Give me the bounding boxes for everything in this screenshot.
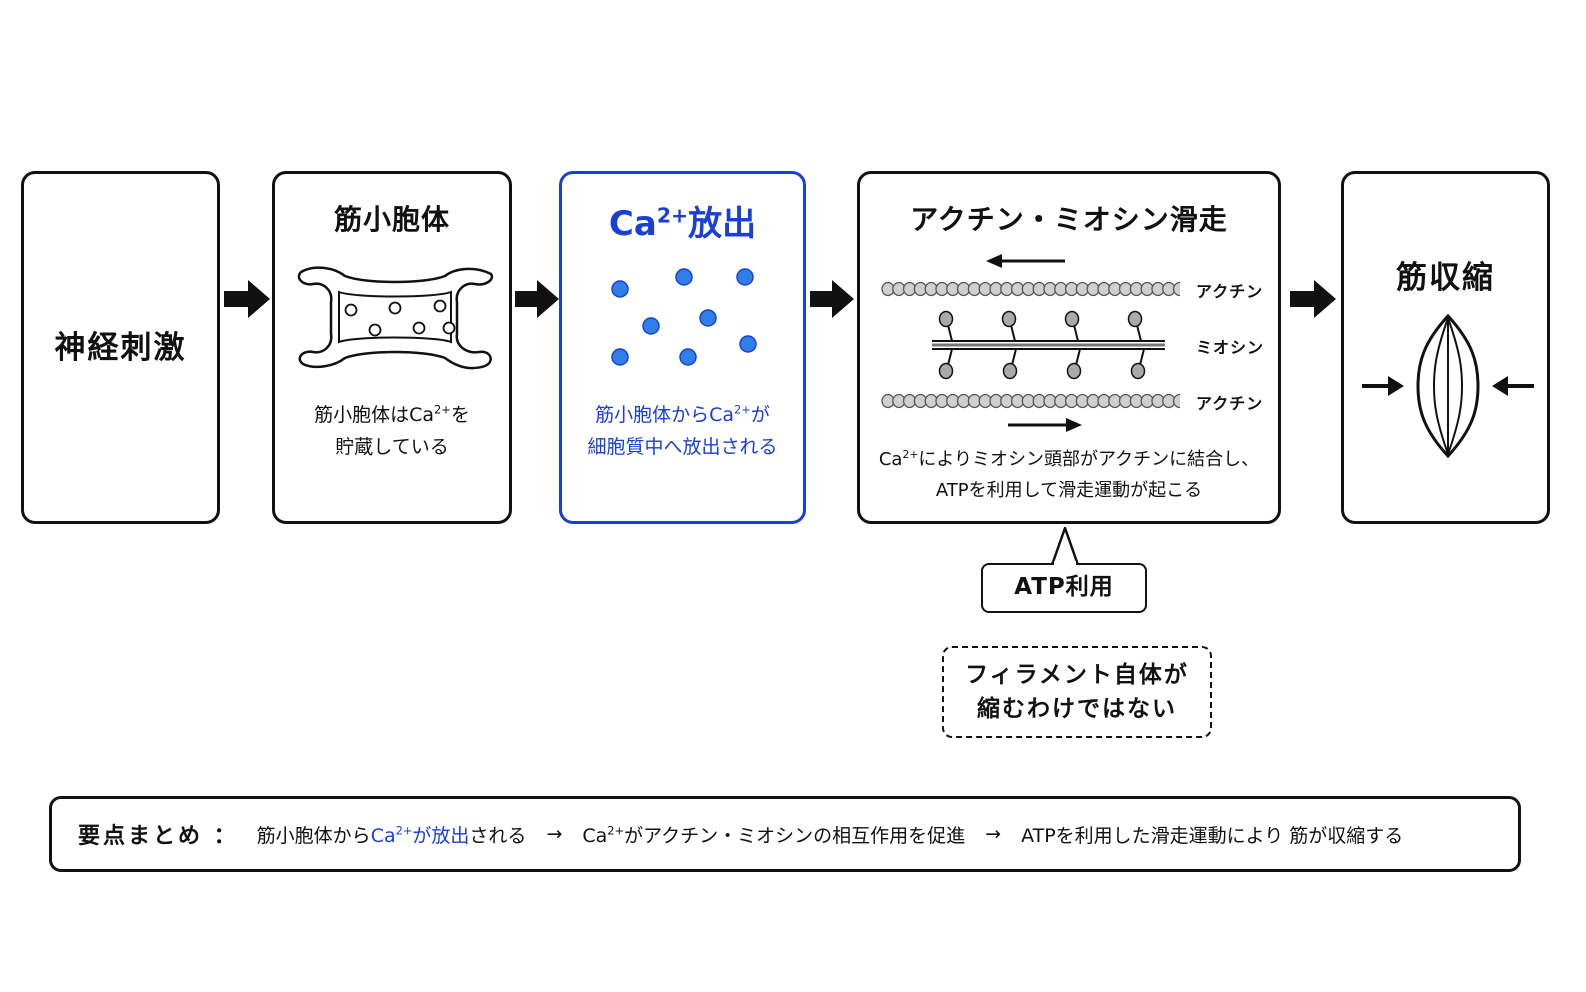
summary-bar: 要点まとめ ： 筋小胞体からCa2+が放出される → Ca2+がアクチン・ミオシ…	[49, 796, 1521, 872]
label-myosin: ミオシン	[1196, 338, 1265, 357]
step-ca-release-title: Ca2+放出	[608, 203, 757, 244]
slide-left-arrow	[986, 254, 1065, 268]
contracting-muscle-icon	[1358, 312, 1538, 462]
step-nerve-stimulus-title: 神経刺激	[54, 330, 187, 366]
step-nerve-stimulus: 神経刺激	[21, 171, 220, 524]
step-actin-myosin-sliding: アクチン・ミオシン滑走 アクチン ミ	[857, 171, 1281, 524]
flow-arrow-2	[515, 280, 559, 318]
step-ca-release: Ca2+放出 筋小胞体からCa2+が 細胞質中へ放出される	[559, 171, 806, 524]
sarcoplasmic-reticulum-icon	[295, 262, 495, 372]
sliding-filaments-icon	[880, 249, 1180, 439]
actin-filament-bottom	[881, 393, 1180, 409]
summary-arrow-1: →	[546, 823, 563, 845]
actin-filament-top	[881, 281, 1180, 297]
step-ca-release-caption: 筋小胞体からCa2+が 細胞質中へ放出される	[562, 399, 803, 463]
step-ca-release-caption-line1: 筋小胞体からCa2+が	[595, 402, 770, 426]
myosin-filament	[932, 340, 1165, 350]
step-ca-release-caption-line2: 細胞質中へ放出される	[587, 436, 778, 458]
slide-right-arrow	[1008, 418, 1082, 432]
myosin-heads	[938, 310, 1146, 380]
step-sr-caption: 筋小胞体はCa2+を 貯蔵している	[275, 399, 509, 463]
label-actin-top: アクチン	[1196, 282, 1264, 301]
step-sliding-caption-line1: Ca2+によりミオシン頭部がアクチンに結合し、	[878, 448, 1260, 470]
label-actin-bottom: アクチン	[1196, 394, 1264, 413]
step-sr-title: 筋小胞体	[333, 203, 450, 236]
step-muscle-contraction: 筋収縮	[1341, 171, 1550, 524]
step-sliding-caption-line2: ATPを利用して滑走運動が起こる	[935, 480, 1203, 501]
flow-arrow-3	[810, 280, 854, 318]
step-sr-caption-line1: 筋小胞体はCa2+を	[314, 402, 470, 426]
flow-arrow-4	[1290, 280, 1336, 318]
atp-usage-callout: ATP利用	[981, 563, 1147, 613]
calcium-ions-icon	[602, 262, 772, 372]
callout-pointer	[1040, 526, 1090, 566]
summary-arrow-2: →	[985, 823, 1002, 845]
filament-note: フィラメント自体が 縮むわけではない	[942, 646, 1212, 738]
step-sliding-title: アクチン・ミオシン滑走	[910, 203, 1228, 236]
callout-pointer-mask	[1054, 561, 1076, 567]
step-sliding-caption: Ca2+によりミオシン頭部がアクチンに結合し、 ATPを利用して滑走運動が起こる	[860, 444, 1278, 506]
step-sr-caption-line2: 貯蔵している	[335, 436, 449, 458]
step-contraction-title: 筋収縮	[1396, 260, 1495, 296]
filament-note-line1: フィラメント自体が	[965, 662, 1189, 688]
flow-arrow-1	[224, 280, 270, 318]
step-sarcoplasmic-reticulum: 筋小胞体 筋小胞体はCa2+を 貯蔵している	[272, 171, 512, 524]
summary-part-2: Ca2+がアクチン・ミオシンの相互作用を促進	[582, 823, 966, 847]
summary-part-1: 筋小胞体からCa2+が放出される	[256, 823, 527, 847]
summary-part-3: ATPを利用した滑走運動により 筋が収縮する	[1021, 824, 1404, 847]
filament-note-line2: 縮むわけではない	[977, 696, 1177, 722]
summary-heading: 要点まとめ ：	[78, 824, 239, 849]
